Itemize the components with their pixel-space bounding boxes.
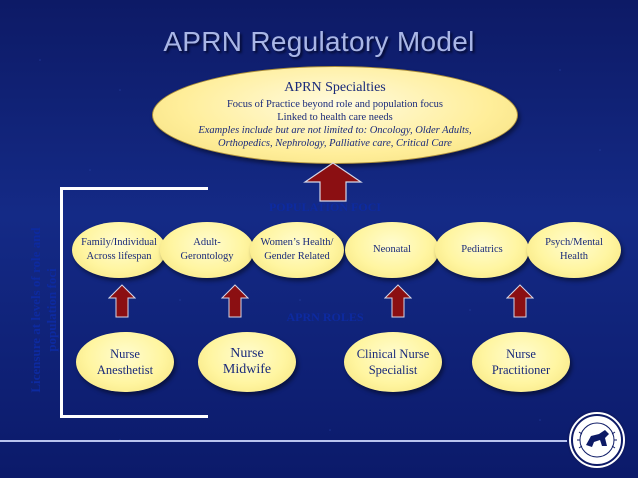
role-arrow-icon: [384, 284, 412, 318]
population-womens-health: Women’s Health/ Gender Related: [250, 222, 344, 278]
role-line-2: Practitioner: [491, 363, 551, 377]
population-line-1: Psych/Mental: [545, 237, 603, 248]
specialties-line-2: Linked to health care needs: [277, 112, 393, 123]
specialties-heading: APRN Specialties: [284, 80, 386, 95]
role-arrow-icon: [108, 284, 136, 318]
licensure-line-2: population foci: [44, 268, 59, 352]
population-line-2: Gerontology: [180, 251, 234, 262]
bracket-left: [60, 187, 63, 418]
population-foci-label: POPULATION FOCI: [268, 200, 382, 214]
population-neonatal: Neonatal: [345, 222, 439, 278]
population-family-individual: Family/Individual Across lifespan: [72, 222, 166, 278]
population-psych-mental-health: Psych/Mental Health: [527, 222, 621, 278]
role-line-2: Midwife: [222, 362, 272, 377]
population-line-1: Women’s Health/: [260, 237, 334, 248]
bracket-bottom: [60, 415, 208, 418]
population-line-2: Gender Related: [264, 251, 330, 262]
population-line-1: Family/Individual: [81, 237, 157, 248]
population-line-1: Adult-: [193, 237, 221, 248]
licensure-line-1: Licensure at levels of role and: [28, 227, 43, 393]
role-line-1: Nurse: [110, 347, 140, 361]
role-nurse-practitioner: Nurse Practitioner: [472, 332, 570, 392]
licensure-vertical-label: Licensure at levels of role and populati…: [28, 200, 68, 420]
population-line-1: Pediatrics: [461, 244, 503, 255]
bottom-divider: [0, 440, 570, 442]
role-line-2: Specialist: [368, 363, 418, 377]
seal-emblem-icon: [571, 414, 623, 466]
role-line-1: Nurse: [506, 347, 536, 361]
population-line-2: Across lifespan: [86, 251, 152, 262]
role-arrow-icon: [506, 284, 534, 318]
population-pediatrics: Pediatrics: [435, 222, 529, 278]
population-line-2: Health: [560, 251, 588, 262]
school-seal-logo: [567, 410, 627, 470]
role-nurse-midwife: Nurse Midwife: [198, 332, 296, 392]
role-arrow-icon: [221, 284, 249, 318]
role-line-2: Anesthetist: [96, 363, 154, 377]
aprn-roles-label: APRN ROLES: [286, 310, 364, 324]
role-nurse-anesthetist: Nurse Anesthetist: [76, 332, 174, 392]
specialties-line-4: Orthopedics, Nephrology, Palliative care…: [218, 138, 452, 149]
role-line-1: Clinical Nurse: [356, 347, 430, 361]
specialties-line-3: Examples include but are not limited to:…: [198, 125, 472, 136]
specialties-line-1: Focus of Practice beyond role and popula…: [226, 99, 444, 110]
specialties-ellipse: APRN Specialties Focus of Practice beyon…: [152, 66, 518, 164]
population-adult-gerontology: Adult- Gerontology: [160, 222, 254, 278]
role-line-1: Nurse: [230, 346, 264, 361]
bracket-top: [60, 187, 208, 190]
population-line-1: Neonatal: [373, 244, 411, 255]
role-clinical-nurse-specialist: Clinical Nurse Specialist: [344, 332, 442, 392]
specialties-arrow-icon: [303, 162, 363, 202]
page-title: APRN Regulatory Model: [163, 26, 475, 57]
